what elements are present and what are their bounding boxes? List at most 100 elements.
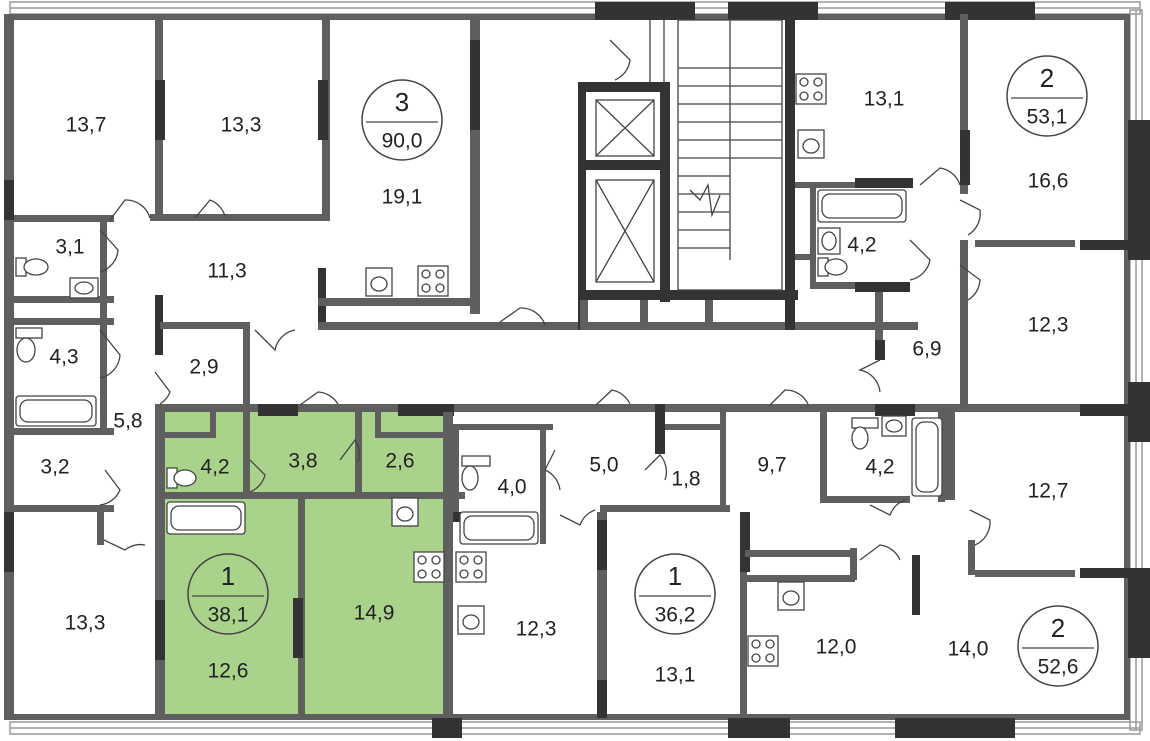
door-swing-icon (858, 359, 881, 393)
door-swing-icon (99, 329, 121, 379)
sink-icon (457, 605, 485, 635)
stove-icon (413, 551, 445, 583)
badge-rooms: 1 (221, 561, 235, 591)
fixtures (15, 73, 943, 667)
room-area-label: 13,3 (65, 612, 106, 635)
room-area-label: 12,3 (516, 618, 557, 641)
room-area-label: 2,6 (385, 450, 414, 473)
walls (4, 2, 1150, 738)
door-swing-icon (103, 539, 146, 551)
badge-area: 36,2 (655, 604, 696, 627)
room-area-label: 13,7 (66, 114, 107, 137)
door-swing-icon (109, 199, 151, 221)
room-area-labels: 13,7 13,3 19,1 13,1 16,6 3,1 11,3 4,2 12… (40, 88, 1068, 687)
apartment-badges: 3 90,0 2 53,1 1 38,1 1 36,2 2 52,6 (187, 55, 1099, 687)
door-swing-icon (769, 389, 809, 406)
badge-area: 53,1 (1027, 106, 1068, 129)
room-area-label: 12,7 (1028, 480, 1069, 503)
room-area-label: 5,0 (589, 454, 618, 477)
room-area-label: 2,9 (189, 356, 218, 379)
room-area-label: 14,9 (354, 602, 395, 625)
door-swing-icon (644, 454, 668, 481)
sink-icon (391, 497, 419, 527)
staircase-icon (649, 19, 783, 291)
door-swings (99, 39, 991, 561)
room-area-label: 4,2 (200, 456, 229, 479)
room-area-label: 14,0 (948, 638, 989, 661)
door-swing-icon (499, 307, 546, 326)
room-area-label: 3,1 (55, 236, 84, 259)
room-area-label: 3,2 (40, 456, 69, 479)
door-swing-icon (909, 239, 931, 281)
stove-icon (795, 73, 827, 105)
door-swing-icon (959, 199, 981, 236)
elevator-icon (595, 99, 655, 157)
room-area-label: 9,7 (757, 454, 786, 477)
door-swing-icon (544, 449, 561, 491)
apartment-badge[interactable]: 3 90,0 (361, 79, 443, 161)
toilet-icon (817, 257, 848, 277)
sink-icon (817, 227, 841, 255)
toilet-icon (851, 417, 879, 450)
door-swing-icon (99, 229, 119, 273)
apartment-badge[interactable]: 2 52,6 (1017, 605, 1099, 687)
toilet-icon (461, 455, 491, 491)
stove-icon (455, 551, 487, 583)
door-swing-icon (595, 389, 631, 406)
room-area-label: 1,8 (671, 468, 700, 491)
toilet-icon (15, 257, 49, 277)
stove-icon (417, 265, 449, 297)
door-swing-icon (339, 438, 360, 463)
room-area-label: 4,2 (865, 456, 894, 479)
door-swing-icon (299, 391, 339, 406)
room-area-label: 5,8 (113, 410, 142, 433)
sink-icon (881, 415, 907, 437)
stove-icon (747, 635, 779, 667)
room-area-label: 19,1 (382, 186, 423, 209)
badge-rooms: 2 (1040, 63, 1054, 93)
badge-rooms: 1 (668, 561, 682, 591)
door-swing-icon (194, 199, 226, 219)
sink-icon (365, 267, 393, 297)
apartment-badge[interactable]: 2 53,1 (1006, 55, 1088, 137)
door-swing-icon (959, 264, 981, 301)
room-area-label: 13,1 (655, 664, 696, 687)
room-area-label: 6,9 (912, 338, 941, 361)
badge-area: 90,0 (382, 130, 423, 153)
door-swing-icon (859, 544, 901, 561)
badge-area: 52,6 (1038, 656, 1079, 679)
door-swing-icon (249, 459, 266, 493)
badge-rooms: 2 (1051, 613, 1065, 643)
bathtub-icon (166, 501, 246, 535)
sink-icon (69, 277, 99, 299)
room-area-label: 3,8 (288, 450, 317, 473)
door-swing-icon (609, 39, 631, 81)
room-area-label: 13,1 (864, 88, 905, 111)
room-area-label: 13,3 (221, 114, 262, 137)
bathtub-icon (459, 511, 539, 545)
bathtub-icon (817, 189, 907, 223)
door-swing-icon (919, 167, 961, 186)
room-area-label: 4,3 (49, 346, 78, 369)
room-area-label: 12,0 (816, 636, 857, 659)
sink-icon (777, 581, 805, 611)
room-area-label: 4,2 (847, 234, 876, 257)
room-area-label: 4,0 (497, 476, 526, 499)
badge-rooms: 3 (395, 87, 409, 117)
room-area-label: 16,6 (1028, 170, 1069, 193)
door-swing-icon (99, 469, 121, 506)
room-area-label: 11,3 (207, 260, 246, 283)
toilet-icon (15, 327, 43, 363)
door-swing-icon (254, 329, 296, 352)
toilet-icon (166, 467, 197, 489)
bathtub-icon (15, 395, 97, 427)
apartment-badge[interactable]: 1 36,2 (634, 553, 716, 635)
door-swing-icon (969, 509, 991, 546)
room-area-label: 12,3 (1028, 314, 1069, 337)
elevator-icon (595, 179, 655, 283)
door-swing-icon (559, 509, 596, 526)
room-area-label: 12,6 (208, 660, 249, 683)
apartment-badge[interactable]: 1 38,1 (187, 553, 269, 635)
sink-icon (797, 129, 825, 159)
